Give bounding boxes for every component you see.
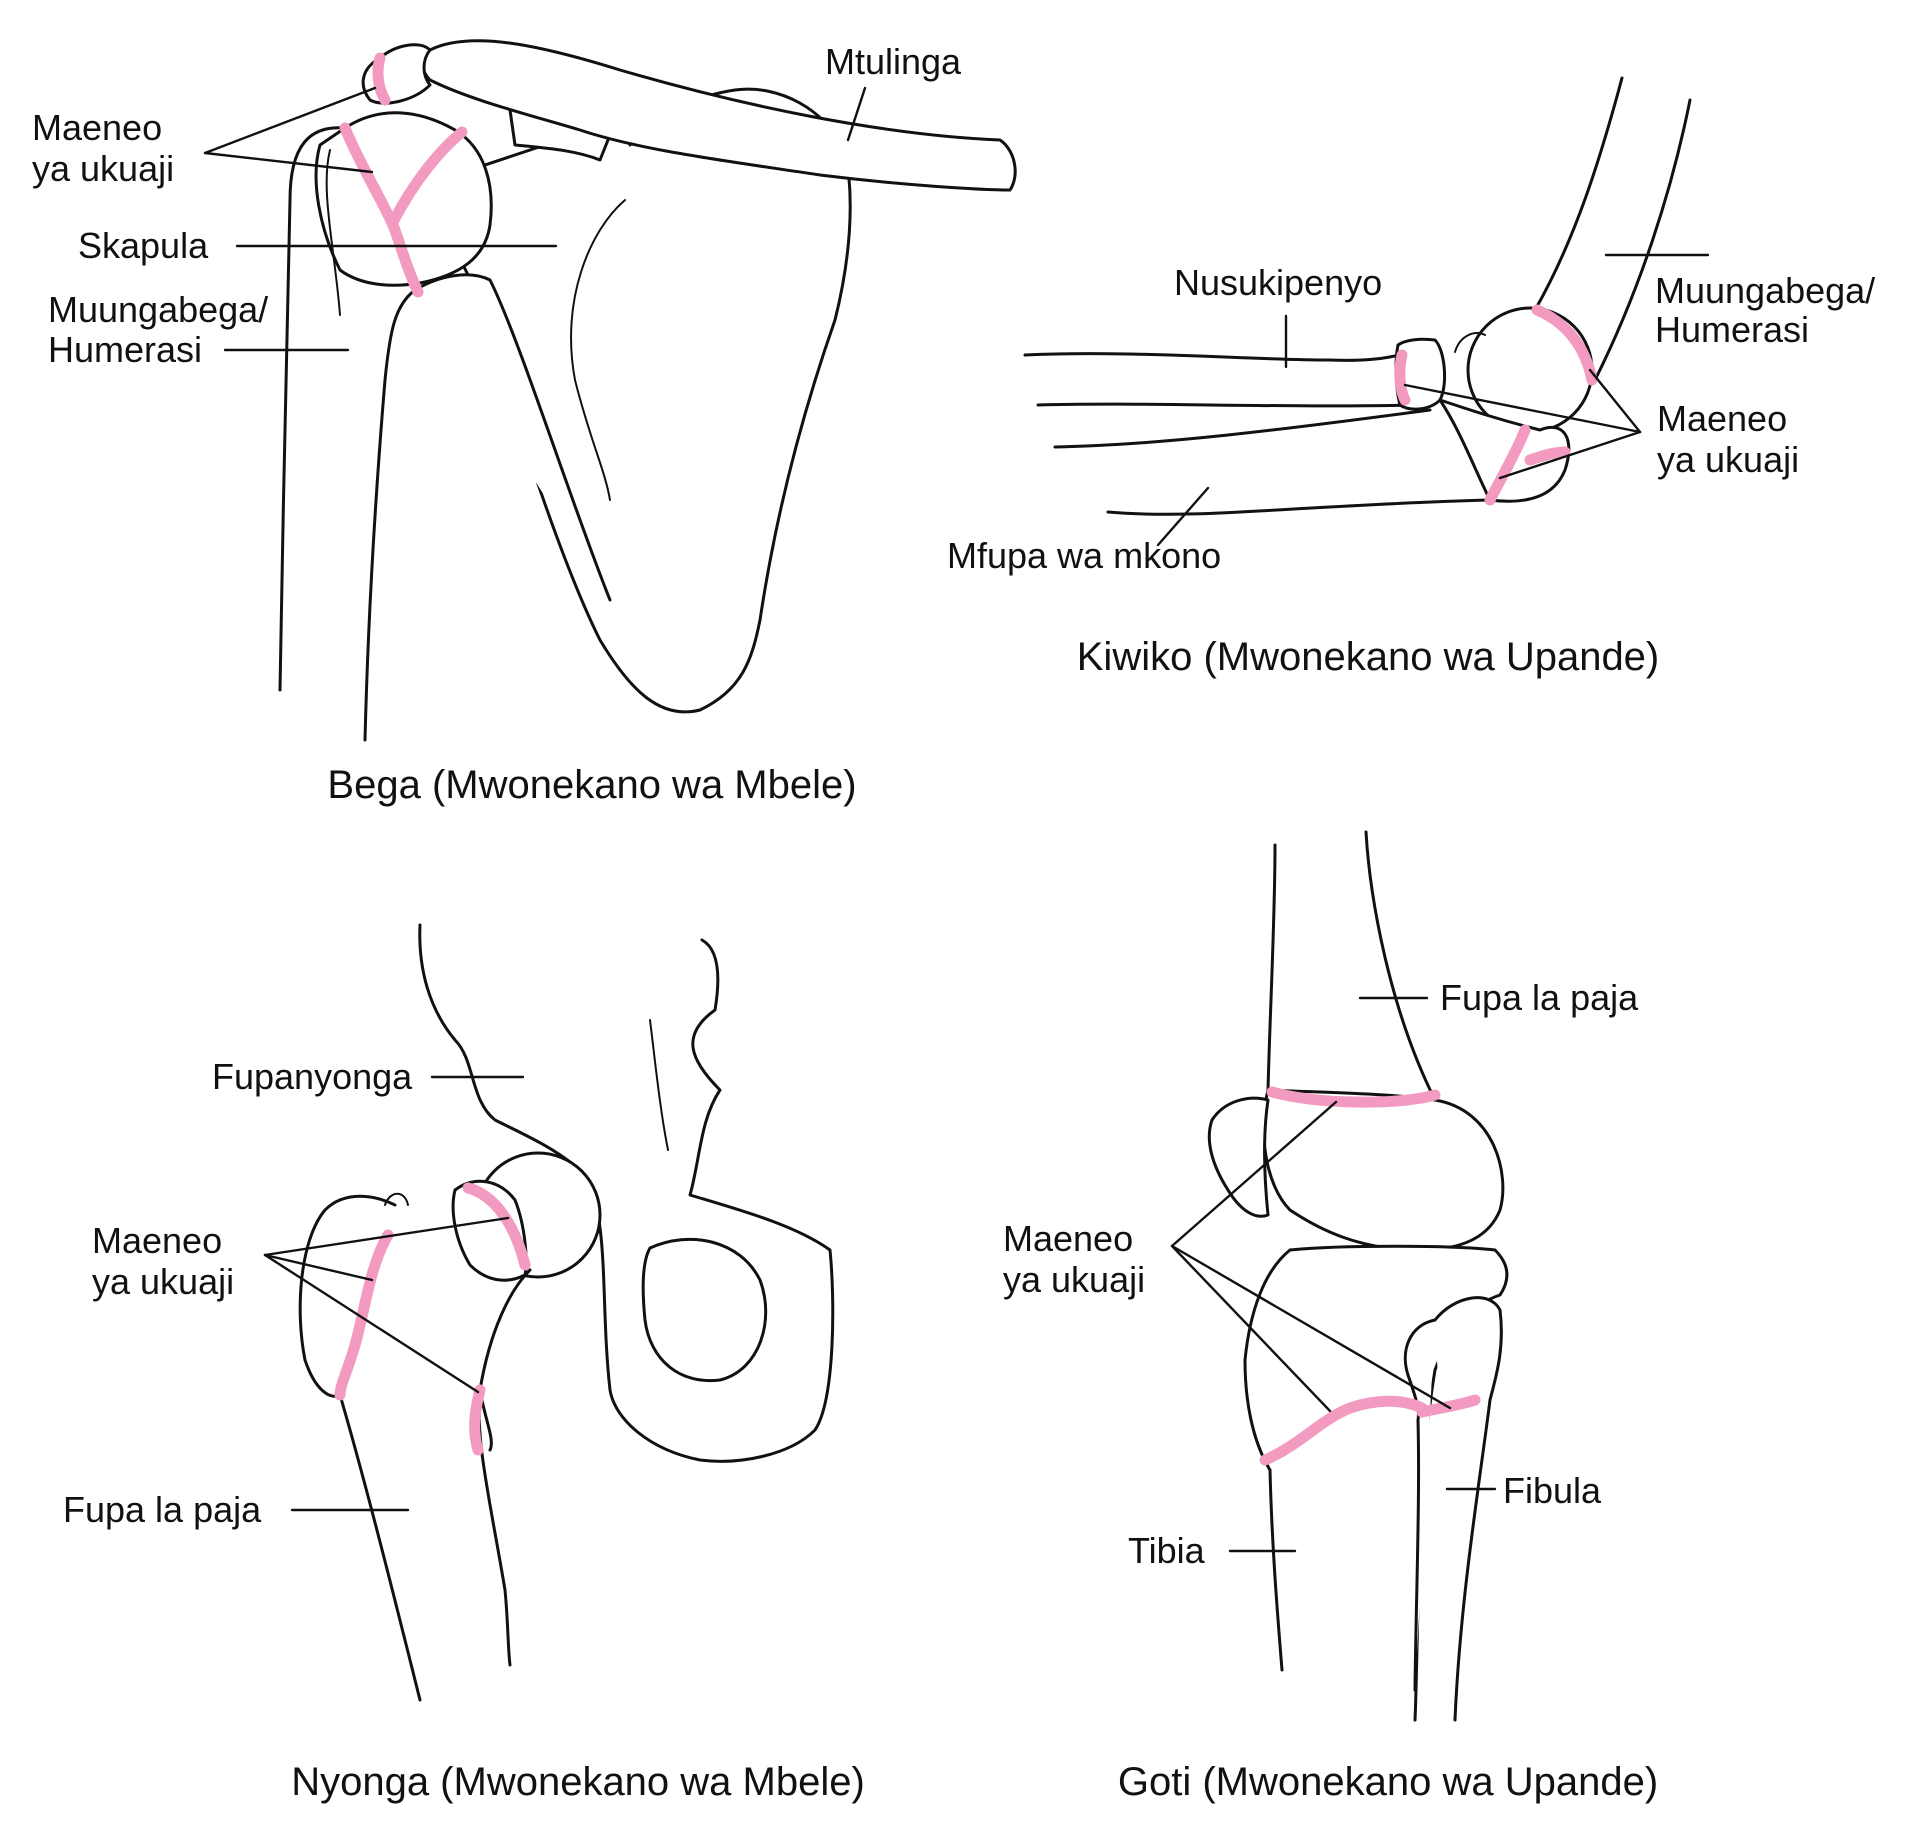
- hip-growth-plate-greater-trochanter: [334, 1229, 394, 1401]
- knee-growth-plate-femur: [1266, 1086, 1441, 1108]
- hip-femur-label: Fupa la paja: [63, 1489, 262, 1530]
- elbow-humerus-bone: [1533, 76, 1692, 382]
- shoulder-humerus-label-2: Humerasi: [48, 329, 202, 370]
- elbow-growth-plate-ulna: [1484, 424, 1531, 506]
- knee-growth-plate-tibia: [1259, 1395, 1428, 1466]
- knee-panel: Fupa la paja Maeneo ya ukuaji Fibula Tib…: [1003, 830, 1658, 1804]
- hip-growth-areas-label-2: ya ukuaji: [92, 1261, 234, 1302]
- hip-panel: Fupanyonga Maeneo ya ukuaji Fupa la paja…: [63, 923, 865, 1804]
- knee-caption: Goti (Mwonekano wa Upande): [1118, 1760, 1658, 1804]
- shoulder-panel: Maeneo ya ukuaji Skapula Muungabega/ Hum…: [32, 39, 1017, 807]
- fibula-label: Fibula: [1503, 1470, 1602, 1511]
- knee-femur-bone: [1266, 830, 1437, 1102]
- knee-growth-areas-label-1: Maeneo: [1003, 1218, 1133, 1259]
- elbow-humerus-label-2: Humerasi: [1655, 309, 1809, 350]
- shoulder-growth-plate-1: [339, 122, 424, 298]
- knee-growth-areas-label-2: ya ukuaji: [1003, 1259, 1145, 1300]
- scapula-label: Skapula: [78, 225, 209, 266]
- clavicle-bone: [421, 39, 1017, 192]
- humerus-bone: [278, 126, 612, 742]
- elbow-ulna-bone: [1053, 408, 1492, 516]
- clavicle-label: Mtulinga: [825, 41, 962, 82]
- hip-caption: Nyonga (Mwonekano wa Mbele): [291, 1760, 865, 1804]
- elbow-humerus-label-1: Muungabega/: [1655, 270, 1875, 311]
- tibia-label: Tibia: [1128, 1530, 1206, 1571]
- knee-growth-plate-fibula: [1416, 1394, 1481, 1418]
- elbow-growth-areas-label-2: ya ukuaji: [1657, 439, 1799, 480]
- ulna-label: Mfupa wa mkono: [947, 535, 1221, 576]
- hip-growth-plate-head: [462, 1182, 531, 1271]
- fibula-bone: [1403, 1296, 1503, 1722]
- shoulder-caption: Bega (Mwonekano wa Mbele): [327, 763, 856, 807]
- hip-growth-plate-lesser-trochanter: [469, 1384, 486, 1456]
- knee-femur-label: Fupa la paja: [1440, 977, 1639, 1018]
- elbow-growth-areas-label-1: Maeneo: [1657, 398, 1787, 439]
- shoulder-growth-plate-2: [387, 126, 468, 228]
- hip-growth-areas-label-1: Maeneo: [92, 1220, 222, 1261]
- elbow-panel: Nusukipenyo Muungabega/ Humerasi Maeneo …: [947, 76, 1875, 679]
- shoulder-growth-areas-label-2: ya ukuaji: [32, 148, 174, 189]
- elbow-growth-plate-radius: [1394, 349, 1411, 406]
- shoulder-growth-plate-3: [372, 52, 391, 106]
- elbow-radius-bone: [1023, 343, 1422, 408]
- shoulder-humerus-label-1: Muungabega/: [48, 289, 268, 330]
- radius-label: Nusukipenyo: [1174, 262, 1382, 303]
- elbow-growth-plate-olecranon: [1524, 446, 1571, 466]
- pelvis-label: Fupanyonga: [212, 1056, 413, 1097]
- shoulder-growth-areas-label-1: Maeneo: [32, 107, 162, 148]
- elbow-caption: Kiwiko (Mwonekano wa Upande): [1077, 635, 1660, 679]
